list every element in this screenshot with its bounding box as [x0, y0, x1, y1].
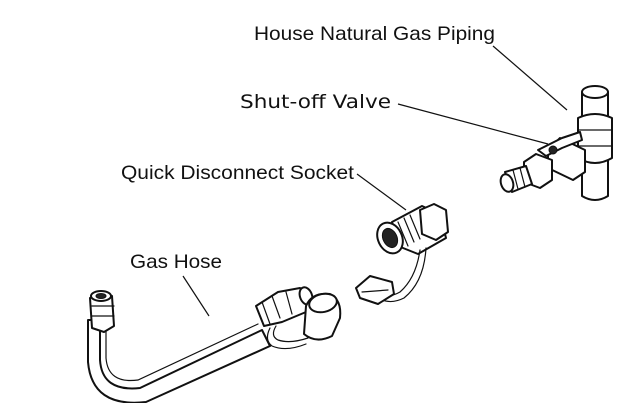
leader-line-house-piping — [492, 45, 568, 111]
shutoff-valve — [499, 131, 586, 193]
label-shut-off-valve: Shut-off Valve — [240, 91, 391, 113]
label-house-natural-gas-piping: House Natural Gas Piping — [254, 23, 495, 45]
leader-line-shutoff-valve — [397, 103, 549, 145]
label-gas-hose: Gas Hose — [130, 251, 222, 273]
house-piping-assembly — [577, 85, 613, 201]
quick-disconnect-socket — [355, 203, 449, 305]
leader-line-qd-socket — [356, 173, 407, 211]
label-quick-disconnect-socket: Quick Disconnect Socket — [121, 162, 355, 184]
gas-hose — [87, 286, 342, 403]
leader-line-gas-hose — [182, 275, 210, 317]
